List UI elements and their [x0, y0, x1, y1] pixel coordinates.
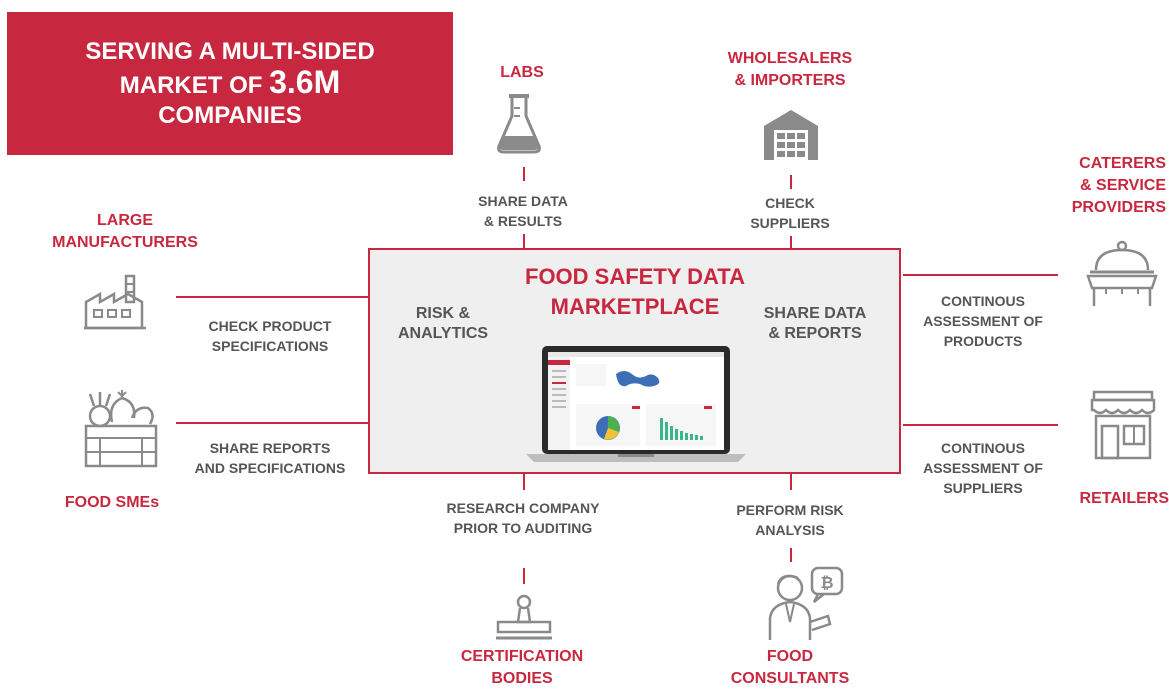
certification-action-line-1: RESEARCH COMPANY [446, 500, 600, 516]
large-manufacturers-action-line-1: CHECK PRODUCT [208, 318, 332, 334]
retailers-action-line-2: ASSESSMENT OF [923, 460, 1043, 476]
certification-connector-bottom [523, 568, 525, 584]
large-manufacturers-label-line-2: MANUFACTURERS [52, 234, 198, 251]
headline-banner: SERVING A MULTI-SIDED MARKET OF 3.6M COM… [7, 12, 453, 155]
certification-label-line-2: BODIES [491, 670, 553, 687]
share-data-reports-line-1: SHARE DATA [763, 305, 867, 322]
banner-line-3: COMPANIES [158, 101, 302, 129]
wholesalers-label-line-2: & IMPORTERS [734, 72, 846, 89]
retailers-action-line-3: SUPPLIERS [943, 480, 1023, 496]
large-manufacturers-action-line-2: SPECIFICATIONS [211, 338, 329, 354]
share-data-reports-label: SHARE DATA & REPORTS [745, 304, 885, 344]
wholesalers-label-line-1: WHOLESALERS [727, 50, 853, 67]
consultants-label-line-1: FOOD [766, 648, 814, 665]
caterers-label-line-3: PROVIDERS [1071, 199, 1166, 216]
consultants-label-line-2: CONSULTANTS [730, 670, 850, 687]
consultants-action-line-1: PERFORM RISK [736, 502, 844, 518]
labs-action-line-1: SHARE DATA [478, 193, 568, 209]
food-smes-action-line-2: AND SPECIFICATIONS [194, 460, 346, 476]
banner-line-2: MARKET OF 3.6M [7, 63, 453, 101]
caterers-action-line-3: PRODUCTS [943, 333, 1023, 349]
store-icon [1088, 390, 1158, 462]
wholesalers-action-line-2: SUPPLIERS [750, 215, 830, 231]
vegetable-crate-icon [78, 388, 162, 470]
marketplace-title-line-1: FOOD SAFETY DATA [525, 264, 745, 289]
certification-action-line-2: PRIOR TO AUDITING [453, 520, 593, 536]
food-cloche-icon [1082, 240, 1162, 308]
banner-company-count: 3.6M [269, 63, 341, 100]
flask-icon [496, 92, 542, 154]
wholesalers-connector-top [790, 175, 792, 189]
consultants-connector [790, 474, 792, 490]
labs-action-line-2: & RESULTS [483, 213, 563, 229]
labs-connector-top [523, 167, 525, 181]
caterers-action-line-2: ASSESSMENT OF [923, 313, 1043, 329]
wholesalers-connector [790, 236, 792, 248]
banner-line-2-prefix: MARKET OF [119, 71, 270, 99]
consultants-label: FOOD CONSULTANTS [720, 646, 860, 690]
food-smes-connector [176, 422, 369, 424]
labs-action: SHARE DATA & RESULTS [448, 191, 598, 231]
caterers-action: CONTINOUS ASSESSMENT OF PRODUCTS [904, 291, 1062, 351]
certification-action: RESEARCH COMPANY PRIOR TO AUDITING [428, 498, 618, 538]
certification-label: CERTIFICATION BODIES [432, 646, 612, 690]
banner-line-1: SERVING A MULTI-SIDED [85, 37, 375, 65]
retailers-action: CONTINOUS ASSESSMENT OF SUPPLIERS [904, 438, 1062, 498]
warehouse-icon [762, 108, 820, 162]
labs-label: LABS [500, 64, 544, 81]
stamp-icon [492, 594, 556, 642]
wholesalers-label: WHOLESALERS & IMPORTERS [710, 48, 870, 92]
food-smes-action-line-1: SHARE REPORTS [209, 440, 331, 456]
large-manufacturers-label: LARGE MANUFACTURERS [36, 210, 214, 254]
certification-connector [523, 474, 525, 490]
caterers-connector [903, 274, 1058, 276]
retailers-connector [903, 424, 1058, 426]
retailers-label: RETAILERS [1079, 490, 1169, 507]
wholesalers-action-line-1: CHECK [765, 195, 815, 211]
marketplace-title-line-2: MARKETPLACE [550, 294, 720, 319]
consultants-connector-bottom [790, 548, 792, 562]
labs-connector [523, 234, 525, 248]
large-manufacturers-action: CHECK PRODUCT SPECIFICATIONS [190, 316, 350, 356]
factory-icon [84, 272, 146, 330]
marketplace-title: FOOD SAFETY DATA MARKETPLACE [440, 262, 830, 322]
food-smes-label: FOOD SMEs [64, 494, 160, 511]
consultants-action: PERFORM RISK ANALYSIS [720, 500, 860, 540]
share-data-reports-line-2: & REPORTS [768, 325, 862, 342]
large-manufacturers-connector [176, 296, 369, 298]
caterers-label-line-1: CATERERS [1079, 155, 1166, 172]
caterers-label-line-2: & SERVICE [1080, 177, 1166, 194]
risk-analytics-line-1: RISK & [415, 305, 471, 322]
caterers-action-line-1: CONTINOUS [941, 293, 1025, 309]
consultant-icon: ₿ [768, 566, 854, 642]
wholesalers-action: CHECK SUPPLIERS [725, 193, 855, 233]
large-manufacturers-label-line-1: LARGE [97, 212, 153, 229]
laptop-dashboard-icon [526, 342, 746, 466]
food-smes-action: SHARE REPORTS AND SPECIFICATIONS [180, 438, 360, 478]
certification-label-line-1: CERTIFICATION [460, 648, 584, 665]
retailers-action-line-1: CONTINOUS [941, 440, 1025, 456]
svg-text:₿: ₿ [820, 573, 833, 592]
consultants-action-line-2: ANALYSIS [755, 522, 825, 538]
risk-analytics-label: RISK & ANALYTICS [378, 304, 508, 344]
caterers-label: CATERERS & SERVICE PROVIDERS [1022, 153, 1166, 219]
risk-analytics-line-2: ANALYTICS [397, 325, 489, 342]
